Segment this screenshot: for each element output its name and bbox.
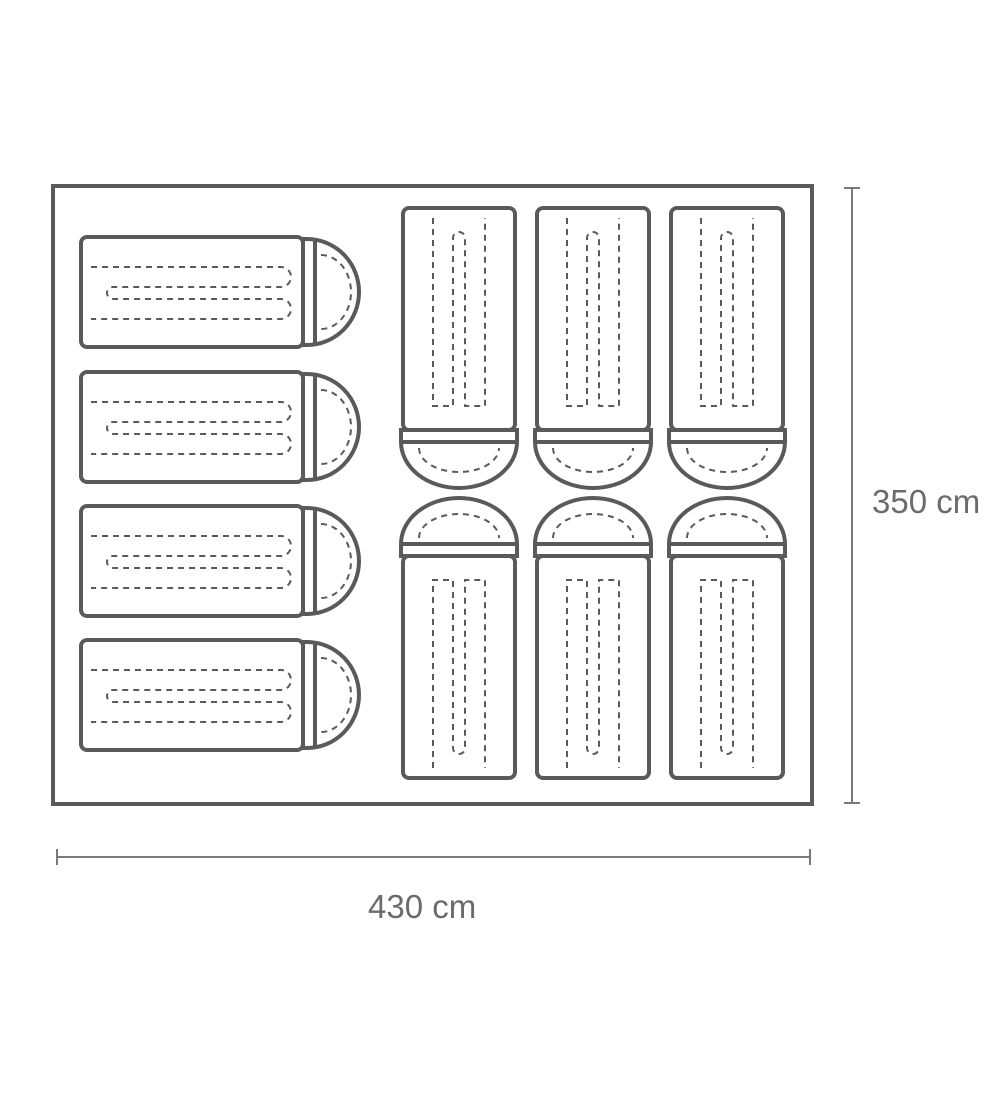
sleeping-bag-horizontal	[79, 370, 361, 484]
height-dimension-label: 350 cm	[872, 483, 981, 520]
sleeping-bag-vertical	[533, 496, 653, 780]
sleeping-bag-horizontal	[79, 235, 361, 349]
sleeping-bag-vertical	[667, 206, 787, 490]
width-dimension-line	[56, 849, 811, 865]
tent-floor-outline	[51, 184, 814, 806]
sleeping-bag-vertical	[399, 206, 519, 490]
sleeping-bag-horizontal	[79, 638, 361, 752]
sleeping-bag-vertical	[399, 496, 519, 780]
sleeping-bags-group	[79, 206, 787, 780]
sleeping-bag-horizontal	[79, 504, 361, 618]
sleeping-bag-vertical	[667, 496, 787, 780]
height-dimension-line	[844, 187, 860, 804]
width-dimension-label: 430 cm	[368, 888, 477, 925]
sleeping-bag-vertical	[533, 206, 653, 490]
